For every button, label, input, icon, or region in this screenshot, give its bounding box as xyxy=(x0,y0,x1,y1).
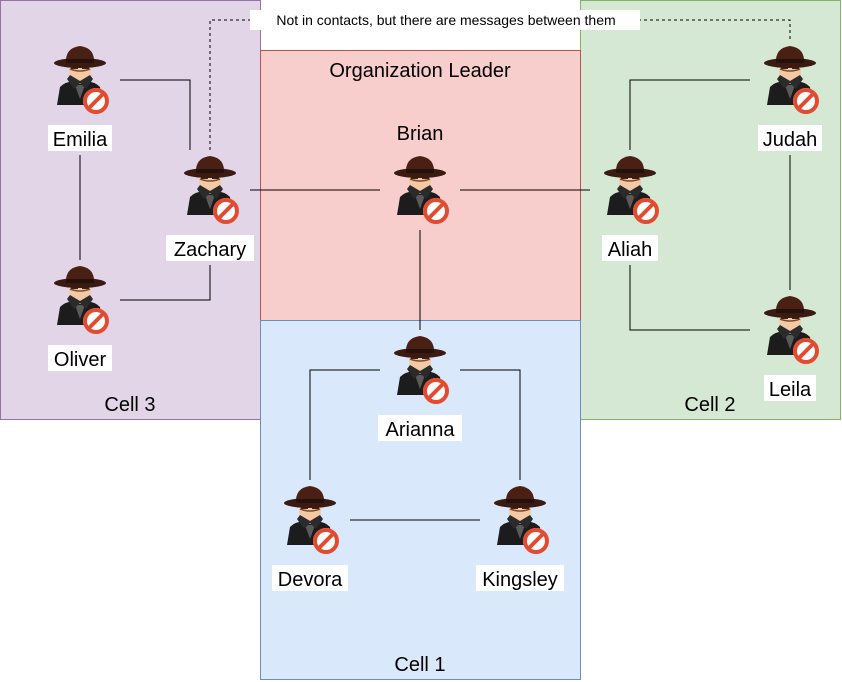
prohibited-badge-icon xyxy=(81,306,111,336)
prohibited-badge-icon xyxy=(211,196,241,226)
name-label-background xyxy=(166,235,254,261)
person-aliah: Aliah xyxy=(602,155,661,261)
connection-aliah-leila xyxy=(629,265,750,331)
person-name: Oliver xyxy=(54,349,107,371)
name-label-background xyxy=(272,565,348,591)
annotation-background xyxy=(250,10,640,30)
name-label-background xyxy=(48,345,112,371)
name-label-background xyxy=(602,235,658,261)
prohibited-badge-icon xyxy=(81,86,111,116)
person-leila: Leila xyxy=(763,295,821,401)
person-emilia: Emilia xyxy=(48,45,112,151)
prohibited-badge-icon xyxy=(421,376,451,406)
prohibited-badge-icon xyxy=(791,336,821,366)
messages-annotation: Not in contacts, but there are messages … xyxy=(276,12,615,28)
cell-1-label: Cell 1 xyxy=(394,654,445,676)
prohibited-badge-icon xyxy=(791,86,821,116)
person-name: Leila xyxy=(769,379,812,401)
connection-emilia-zachary xyxy=(120,79,191,150)
person-arianna: Arianna xyxy=(378,335,462,441)
person-oliver: Oliver xyxy=(48,265,112,371)
name-label-background xyxy=(48,125,112,151)
person-devora: Devora xyxy=(272,485,348,591)
connection-oliver-zachary xyxy=(120,265,211,301)
person-judah: Judah xyxy=(758,45,822,151)
person-zachary: Zachary xyxy=(166,155,254,261)
prohibited-badge-icon xyxy=(421,196,451,226)
name-label-background xyxy=(764,375,816,401)
prohibited-badge-icon xyxy=(311,526,341,556)
person-name: Devora xyxy=(278,569,343,591)
person-kingsley: Kingsley xyxy=(476,485,564,591)
prohibited-badge-icon xyxy=(521,526,551,556)
cell-2-label: Cell 2 xyxy=(684,394,735,416)
connection-aliah-judah xyxy=(629,79,750,150)
organization-leader-label: Organization Leader xyxy=(329,60,511,82)
person-name: Aliah xyxy=(608,239,652,261)
person-name: Brian xyxy=(397,123,444,145)
person-name: Zachary xyxy=(174,239,246,261)
connection-arianna-devora xyxy=(309,369,380,480)
name-label-background xyxy=(758,125,822,151)
person-name: Arianna xyxy=(386,419,456,441)
cell-3-label: Cell 3 xyxy=(104,394,155,416)
person-name: Kingsley xyxy=(482,569,558,591)
connection-arianna-kingsley xyxy=(460,369,521,480)
person-name: Judah xyxy=(763,129,818,151)
person-name: Emilia xyxy=(53,129,108,151)
prohibited-badge-icon xyxy=(631,196,661,226)
name-label-background xyxy=(476,565,564,591)
name-label-background xyxy=(378,415,462,441)
person-brian: Brian xyxy=(393,123,451,226)
